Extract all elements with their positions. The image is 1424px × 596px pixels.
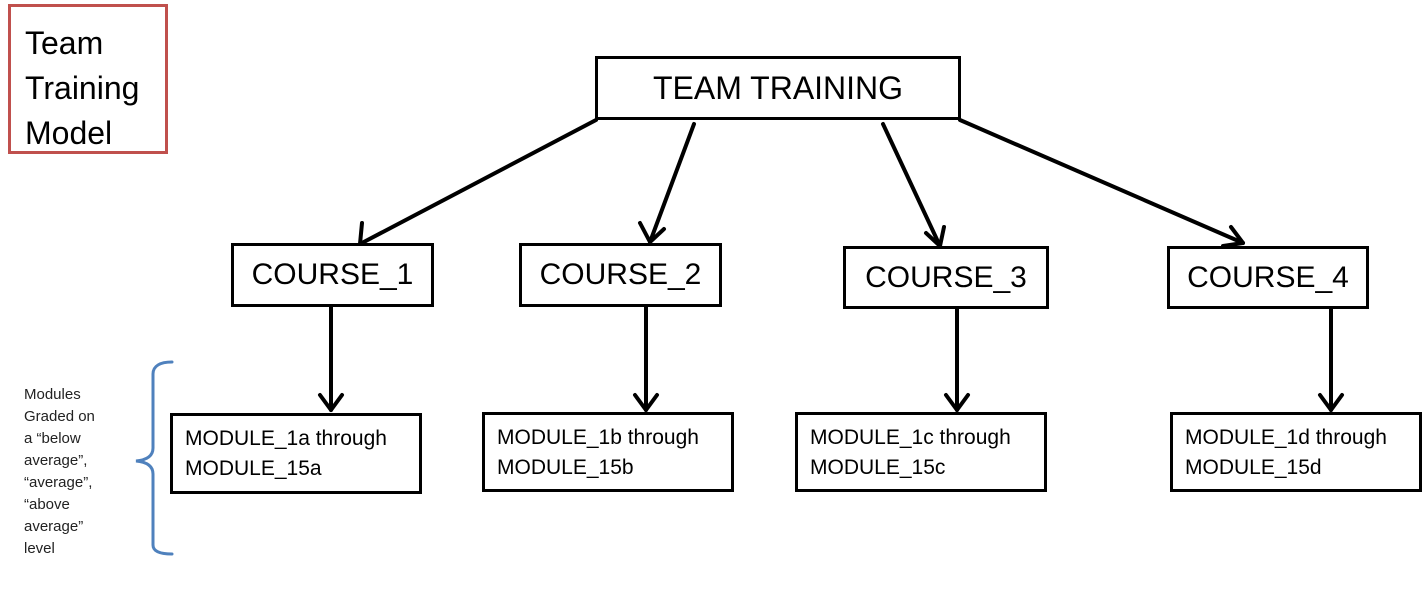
side-note-line: a “below (24, 430, 81, 447)
course-node-label: COURSE_4 (1187, 260, 1349, 294)
arrow-root-to-course-2 (638, 122, 696, 244)
module-node-1: MODULE_1a through MODULE_15a (170, 413, 422, 494)
module-node-line: MODULE_1c through (810, 426, 1011, 449)
module-node-4: MODULE_1d through MODULE_15d (1170, 412, 1422, 492)
side-note-line: “above (24, 496, 70, 513)
arrow-root-to-course-4 (958, 118, 1245, 248)
course-node-1: COURSE_1 (231, 243, 434, 307)
course-node-label: COURSE_1 (251, 258, 414, 291)
arrow-root-to-course-1 (358, 118, 598, 249)
module-node-3: MODULE_1c through MODULE_15c (795, 412, 1047, 492)
side-note-line: Graded on (24, 408, 95, 425)
course-node-4: COURSE_4 (1167, 246, 1369, 309)
arrow-course-1-to-module-1 (318, 304, 344, 412)
diagram-title-box: Team Training Model (8, 4, 168, 154)
module-node-line: MODULE_15a (185, 457, 322, 480)
course-node-label: COURSE_3 (865, 260, 1027, 294)
module-node-line: MODULE_1a through (185, 427, 387, 450)
side-note-line: “average”, (24, 474, 93, 491)
side-note-line: level (24, 540, 55, 557)
arrow-course-2-to-module-2 (633, 304, 659, 412)
curly-bracket-icon (135, 360, 174, 556)
side-note-line: average”, (24, 452, 88, 469)
module-node-2: MODULE_1b through MODULE_15b (482, 412, 734, 492)
module-node-line: MODULE_1d through (1185, 426, 1387, 449)
arrow-root-to-course-3 (881, 122, 946, 248)
arrow-course-4-to-module-4 (1318, 306, 1344, 412)
module-node-line: MODULE_15d (1185, 456, 1322, 479)
course-node-3: COURSE_3 (843, 246, 1049, 309)
course-node-label: COURSE_2 (539, 258, 702, 291)
module-node-line: MODULE_15b (497, 456, 634, 479)
course-node-2: COURSE_2 (519, 243, 722, 307)
root-node-team-training: TEAM TRAINING (595, 56, 961, 120)
side-note-line: Modules (24, 386, 81, 403)
title-line: Model (25, 115, 113, 151)
module-node-line: MODULE_1b through (497, 426, 699, 449)
arrow-course-3-to-module-3 (944, 304, 970, 412)
side-note-line: average” (24, 518, 84, 535)
title-line: Team (25, 25, 104, 61)
title-line: Training (25, 70, 140, 106)
grading-side-note: Modules Graded on a “below average”, “av… (24, 384, 134, 560)
module-node-line: MODULE_15c (810, 456, 946, 479)
root-node-label: TEAM TRAINING (652, 69, 904, 106)
